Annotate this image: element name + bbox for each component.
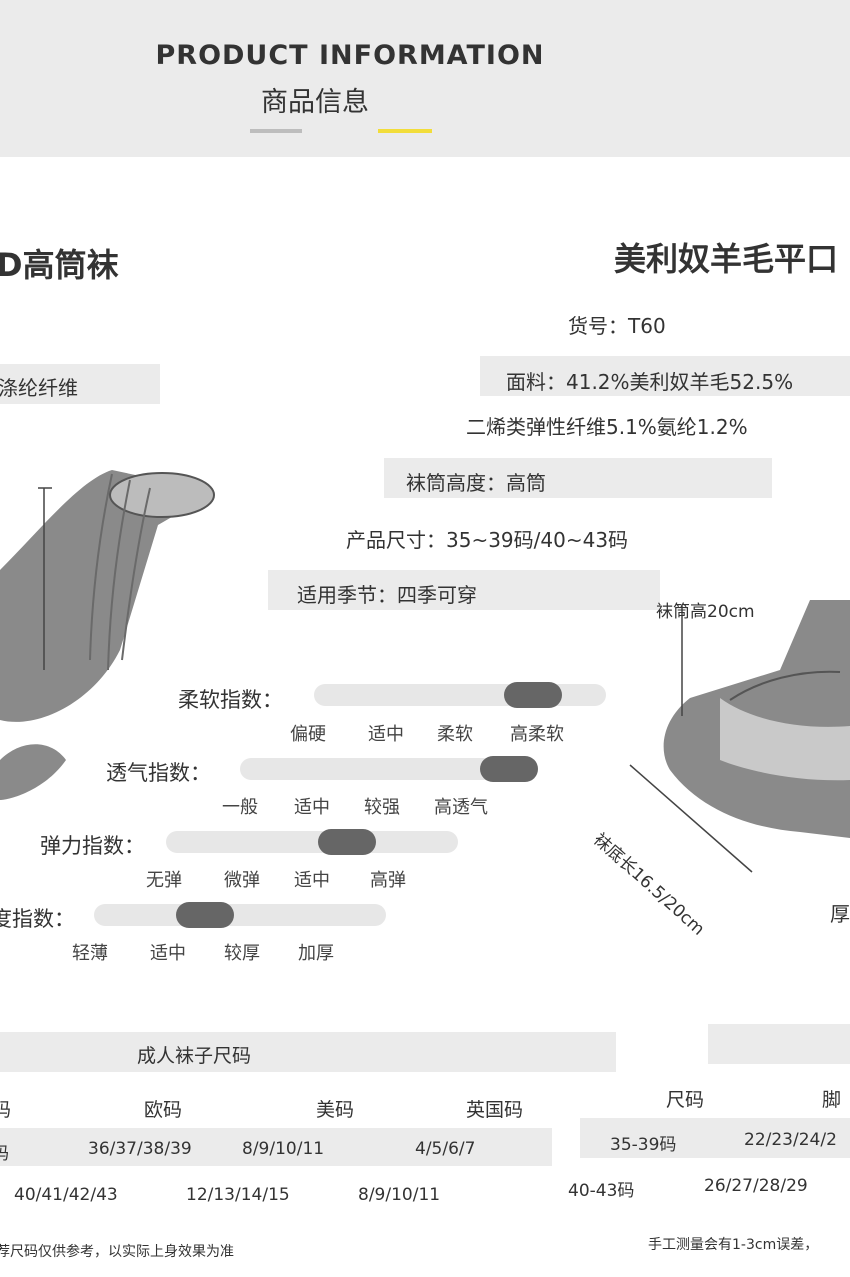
- size-table-row-band: [0, 1128, 552, 1166]
- header-banner: [0, 0, 850, 157]
- foot-table-header: 脚: [822, 1089, 842, 1111]
- spec-band-season: [268, 570, 660, 610]
- left-fabric-fragment: 涤纶纤维: [0, 376, 78, 400]
- foot-table-header: 尺码: [666, 1089, 705, 1111]
- meter-knob-elasticity: [318, 829, 377, 855]
- meter-level: 适中: [294, 870, 330, 891]
- meter-label-thickness: 厚度指数：: [0, 907, 75, 931]
- meter-knob-thickness: [175, 902, 234, 928]
- meter-knob-softness: [504, 682, 562, 708]
- foot-table-cell: 35-39码: [610, 1135, 677, 1155]
- sock-right-illustration: [629, 600, 850, 873]
- meter-track-thickness: [94, 904, 386, 926]
- meter-level: 无弹: [146, 870, 182, 891]
- product-title-left: D高筒袜: [0, 246, 119, 284]
- sock-right-shape: [663, 600, 850, 838]
- meter-level: 适中: [368, 724, 404, 745]
- sock-left-shape: [0, 470, 215, 800]
- size-table-cell: 40/41/42/43: [14, 1185, 118, 1205]
- meter-level: 加厚: [298, 943, 334, 964]
- sole-dim-line: [629, 764, 753, 873]
- size-table-cell: 8/9/10/11: [358, 1185, 441, 1205]
- meter-level: 一般: [222, 797, 258, 818]
- size-table-header: 欧码: [144, 1099, 183, 1121]
- meter-label-breathability: 透气指数：: [106, 761, 211, 785]
- meter-level: 高弹: [370, 870, 406, 891]
- header-divider-yellow: [378, 129, 432, 133]
- size-table-title: 成人袜子尺码: [137, 1045, 252, 1067]
- meter-track-breathability: [240, 758, 532, 780]
- meter-level: 柔软: [437, 724, 473, 745]
- spec-item-no: 货号：T60: [568, 314, 666, 338]
- meter-level: 偏硬: [290, 724, 326, 745]
- meter-level: 较厚: [224, 943, 260, 964]
- size-table-header: 美码: [316, 1099, 355, 1121]
- spec-fabric-1: 面料：41.2%美利奴羊毛52.5%: [506, 370, 794, 394]
- left-band: [0, 364, 160, 404]
- right-thickness-fragment: 厚: [830, 902, 850, 926]
- size-table-note: 荐尺码仅供参考，以实际上身效果为准: [0, 1244, 234, 1260]
- size-table-header: 英国码: [466, 1099, 524, 1121]
- meter-label-softness: 柔软指数：: [178, 688, 283, 712]
- foot-table-note: 手工测量会有1-3cm误差，: [648, 1237, 819, 1253]
- spec-tube-height: 袜筒高度：高筒: [406, 471, 546, 495]
- spec-band-fabric: [480, 356, 850, 396]
- size-table-cell: 4/5/6/7: [415, 1139, 476, 1159]
- size-table-header: 码: [0, 1099, 12, 1121]
- spec-band-height: [384, 458, 772, 498]
- meter-level: 轻薄: [72, 943, 108, 964]
- meter-track-softness: [314, 684, 606, 706]
- foot-table-cell: 40-43码: [568, 1181, 635, 1201]
- size-table-cell: 36/37/38/39: [88, 1139, 192, 1159]
- product-title-right: 美利奴羊毛平口: [614, 240, 839, 278]
- foot-table-title-band: [708, 1024, 850, 1064]
- meter-level: 高透气: [434, 797, 488, 818]
- foot-table-row-band: [580, 1118, 850, 1158]
- meter-level: 适中: [150, 943, 186, 964]
- spec-season: 适用季节：四季可穿: [297, 583, 477, 607]
- size-table-cell: 8/9/10/11: [242, 1139, 325, 1159]
- size-table-cell: 12/13/14/15: [186, 1185, 290, 1205]
- meter-level: 微弹: [224, 870, 260, 891]
- spec-size: 产品尺寸：35~39码/40~43码: [346, 528, 629, 552]
- meter-level: 较强: [364, 797, 400, 818]
- meter-track-elasticity: [166, 831, 458, 853]
- size-table-cell: 码: [0, 1144, 9, 1164]
- foot-table-cell: 22/23/24/2: [744, 1130, 837, 1150]
- sock-left-illustration: [0, 470, 215, 800]
- spec-fabric-2: 二烯类弹性纤维5.1%氨纶1.2%: [466, 415, 748, 439]
- header-divider-gray: [250, 129, 302, 133]
- meter-level: 高柔软: [510, 724, 564, 745]
- foot-table-cell: 26/27/28/29: [704, 1176, 808, 1196]
- tube-height-label: 袜筒高20cm: [656, 602, 755, 622]
- meter-level: 适中: [294, 797, 330, 818]
- size-table-title-band: [0, 1032, 616, 1072]
- header-title-en: PRODUCT INFORMATION: [155, 40, 545, 71]
- meter-label-elasticity: 弹力指数：: [40, 834, 145, 858]
- header-title-cn: 商品信息: [261, 87, 369, 118]
- meter-knob-breathability: [479, 756, 538, 782]
